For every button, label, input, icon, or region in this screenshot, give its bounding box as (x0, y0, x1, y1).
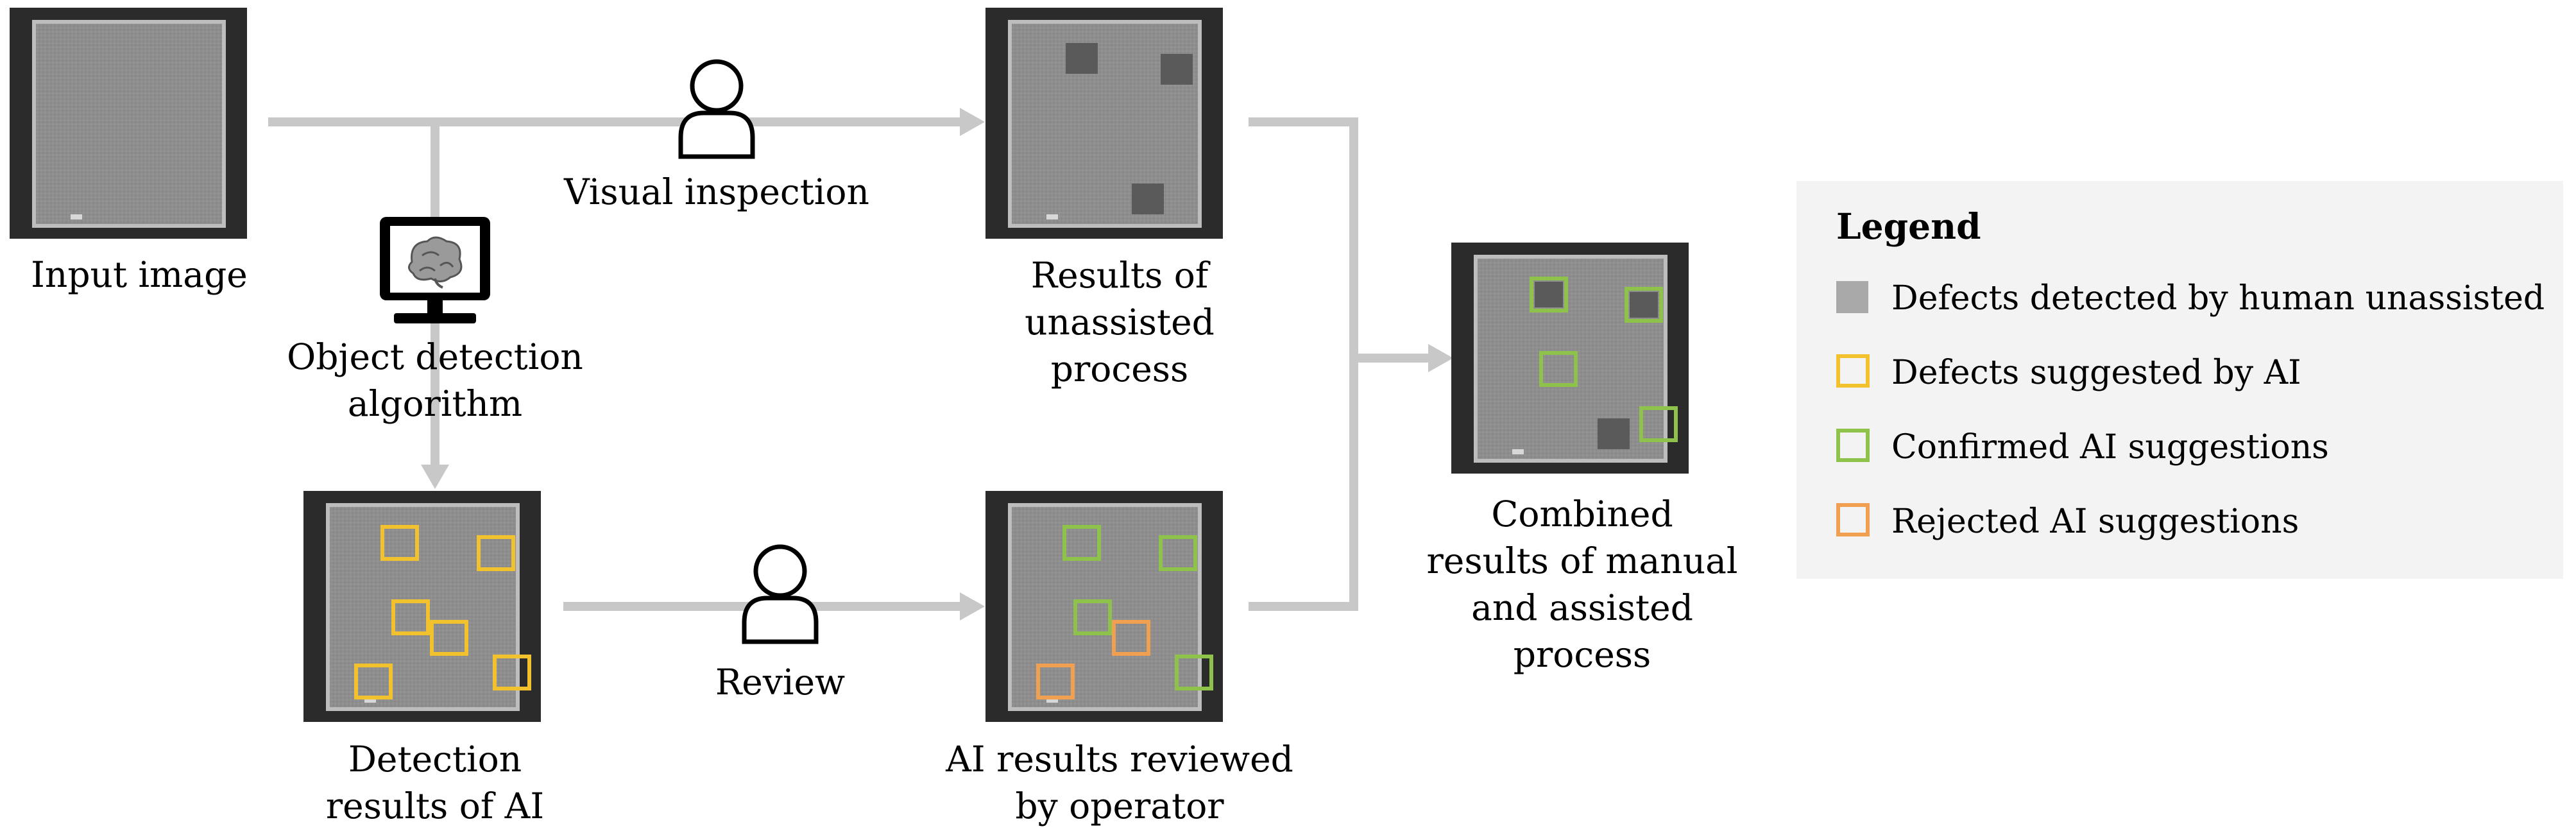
legend-swatch-human (1836, 281, 1868, 313)
ai-suggestion-box (493, 655, 531, 690)
rejected-box (1036, 664, 1075, 699)
arrowhead-reviewed (960, 592, 985, 621)
legend-title: Legend (1836, 205, 1981, 247)
person-icon (742, 544, 819, 644)
legend-swatch-ai (1836, 354, 1870, 388)
legend-item-rejected: Rejected AI suggestions (1891, 502, 2299, 541)
legend-item-human: Defects detected by human unassisted (1891, 279, 2545, 318)
arrowhead-combined (1428, 344, 1453, 372)
legend-item-confirmed: Confirmed AI suggestions (1891, 428, 2329, 467)
label-combined-4: process (1514, 634, 1651, 675)
label-object-detection-2: algorithm (348, 383, 522, 424)
confirmed-box (1062, 525, 1101, 561)
label-ai-detection-1: Detection (348, 739, 522, 780)
human-defect (1535, 282, 1563, 307)
label-unassisted-3: process (1051, 348, 1188, 390)
legend-swatch-rejected (1836, 503, 1870, 536)
label-review: Review (715, 662, 845, 703)
label-ai-reviewed-2: by operator (1015, 785, 1224, 827)
label-ai-reviewed-1: AI results reviewed (945, 739, 1293, 780)
ai-suggestion-box (354, 664, 393, 699)
label-unassisted-2: unassisted (1025, 302, 1215, 343)
rejected-box (1112, 620, 1150, 656)
confirmed-box (1175, 655, 1213, 690)
arrowhead-ai-detection (421, 465, 449, 489)
monitor-brain-icon (380, 217, 490, 323)
flow-merge (1249, 117, 1358, 611)
person-icon (678, 59, 755, 159)
label-object-detection-1: Object detection (287, 336, 583, 377)
ai-suggestion-box (430, 620, 468, 656)
arrowhead-unassisted (960, 108, 985, 136)
panel-combined (1451, 243, 1689, 474)
label-ai-detection-2: results of AI (326, 785, 544, 827)
ai-suggestion-box (391, 599, 430, 635)
label-input-image: Input image (31, 254, 248, 295)
human-defect (1630, 292, 1658, 318)
label-combined-3: and assisted (1471, 587, 1693, 628)
ai-suggestion-box (380, 525, 419, 561)
ai-suggestion-box (477, 535, 515, 571)
legend-swatch-confirmed (1836, 429, 1870, 462)
label-unassisted-1: Results of (1031, 255, 1211, 296)
label-visual-inspection: Visual inspection (563, 171, 869, 212)
legend-background (1796, 181, 2563, 579)
human-defect (1066, 43, 1098, 74)
legend-item-ai: Defects suggested by AI (1891, 354, 2301, 392)
human-defect (1598, 418, 1630, 449)
confirmed-box (1159, 535, 1197, 571)
panel-ai-detection (303, 491, 541, 722)
confirmed-box (1539, 351, 1578, 387)
confirmed-box (1639, 406, 1678, 442)
panel-ai-reviewed (985, 491, 1223, 722)
label-combined-1: Combined (1491, 493, 1673, 535)
panel-unassisted-results (985, 8, 1223, 239)
human-defect (1132, 184, 1164, 214)
legend: Legend Defects detected by human unassis… (1796, 181, 2563, 579)
label-combined-2: results of manual (1426, 540, 1737, 581)
panel-input-image (10, 8, 247, 239)
human-defect (1161, 54, 1193, 85)
confirmed-box (1530, 277, 1568, 313)
confirmed-box (1625, 287, 1663, 323)
confirmed-box (1073, 599, 1112, 635)
